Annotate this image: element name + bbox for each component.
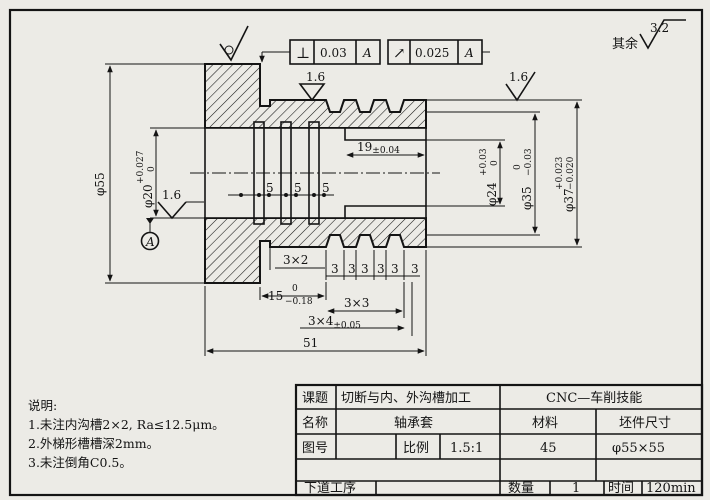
upper-section-hatch: [204, 63, 427, 129]
datum-feature-a: A: [140, 218, 160, 251]
tb-time-label: 时间: [608, 481, 634, 496]
finish-right-value: 1.6: [509, 70, 528, 84]
note-3: 3.未注倒角C0.5。: [28, 455, 132, 470]
dim-trap3-a: 3: [331, 262, 339, 276]
dim-phi35: φ35: [520, 186, 534, 210]
dim-phi24-upper: +0.03: [479, 148, 489, 176]
dim-phi37-lower: −0.020: [566, 156, 576, 190]
finish-general-value: 3.2: [650, 21, 669, 35]
dim-len15: 15: [268, 289, 283, 303]
dim-trap3-e: 3: [391, 262, 399, 276]
dim-len15-upper: 0: [292, 284, 298, 294]
dim-len3x4: 3×4±0.05: [308, 314, 361, 331]
dim-phi37: φ37: [562, 188, 576, 212]
perpendicularity-symbol: ⊥: [296, 44, 310, 62]
dim-trap3-c: 3: [361, 262, 369, 276]
runout-datum: A: [464, 46, 474, 60]
geometric-tolerances: ⊥ 0.03 A ↗ 0.025 A: [259, 39, 490, 65]
perpendicularity-value: 0.03: [320, 46, 347, 60]
finish-top-value: 1.6: [306, 70, 325, 84]
dim-phi37-upper: +0.023: [555, 156, 565, 190]
tb-quantity-label: 数量: [508, 481, 534, 496]
tb-blank-value: φ55×55: [612, 441, 665, 456]
finish-left-value: 1.6: [162, 188, 181, 202]
dim-trap3-b: 3: [348, 262, 356, 276]
dim-phi24-lower: 0: [490, 160, 500, 166]
tb-material-label: 材料: [532, 416, 558, 431]
runout-value: 0.025: [415, 46, 449, 60]
finish-general-label: 其余: [612, 36, 638, 52]
tb-name-label: 名称: [302, 415, 328, 431]
dim-phi20-upper: +0.027: [136, 150, 146, 184]
tb-time-value: 120min: [646, 481, 696, 496]
part-section-view: [190, 63, 440, 284]
surface-finish-symbols: 其余 3.2 1.6 1.6 1.6: [157, 19, 686, 220]
dim-groove5-a: 5: [266, 181, 274, 195]
dim-groove3x2: 3×2: [283, 253, 308, 267]
dim-len15-lower: −0.18: [285, 297, 313, 307]
tb-material-value: 45: [540, 441, 557, 456]
technical-notes: 说明: 1.未注内沟槽2×2, Ra≤12.5μm。 2.外梯形槽槽深2mm。 …: [28, 398, 225, 470]
dim-len19: 19±0.04: [357, 140, 400, 156]
runout-symbol: ↗: [393, 44, 406, 62]
dim-phi20-lower: 0: [147, 166, 157, 172]
tb-drawing-no-label: 图号: [302, 441, 328, 456]
dim-len51: 51: [303, 336, 318, 350]
tb-quantity-value: 1: [572, 481, 580, 496]
perpendicularity-datum: A: [362, 46, 372, 60]
tb-topic-label: 课题: [302, 391, 328, 406]
dim-phi24: φ24: [485, 182, 499, 206]
tb-next-process-label: 下道工序: [304, 481, 356, 496]
dim-len3x3: 3×3: [344, 296, 369, 310]
dim-groove5-b: 5: [294, 181, 302, 195]
tb-topic-value: 切断与内、外沟槽加工: [341, 390, 471, 406]
dim-groove5-c: 5: [322, 181, 330, 195]
dim-phi35-lower: −0.03: [524, 148, 534, 176]
dim-trap3-d: 3: [377, 262, 385, 276]
trapezoid-groove-dims: 3 3 3 3 3 3: [325, 250, 420, 280]
dim-phi55: φ55: [93, 172, 107, 196]
tb-skill: CNC—车削技能: [546, 390, 642, 406]
tb-blank-label: 坯件尺寸: [619, 416, 671, 431]
dim-phi20: φ20: [141, 184, 155, 208]
note-2: 2.外梯形槽槽深2mm。: [28, 436, 159, 451]
title-block: 课题 切断与内、外沟槽加工 CNC—车削技能 名称 轴承套 材料 坯件尺寸 图号…: [294, 383, 704, 497]
dim-trap3-f: 3: [411, 262, 419, 276]
dim-phi35-upper: 0: [513, 164, 523, 170]
tb-scale-label: 比例: [403, 441, 429, 456]
tb-name-value: 轴承套: [394, 415, 433, 431]
lower-section-hatch: [204, 217, 427, 284]
notes-title: 说明:: [28, 398, 57, 413]
tb-scale-value: 1.5:1: [450, 441, 483, 456]
datum-a-label: A: [145, 235, 155, 249]
dimensions: φ55 φ20 +0.027 0 φ24 +0.03 0 φ35 0 −0.03…: [93, 63, 582, 356]
note-1: 1.未注内沟槽2×2, Ra≤12.5μm。: [28, 417, 225, 432]
